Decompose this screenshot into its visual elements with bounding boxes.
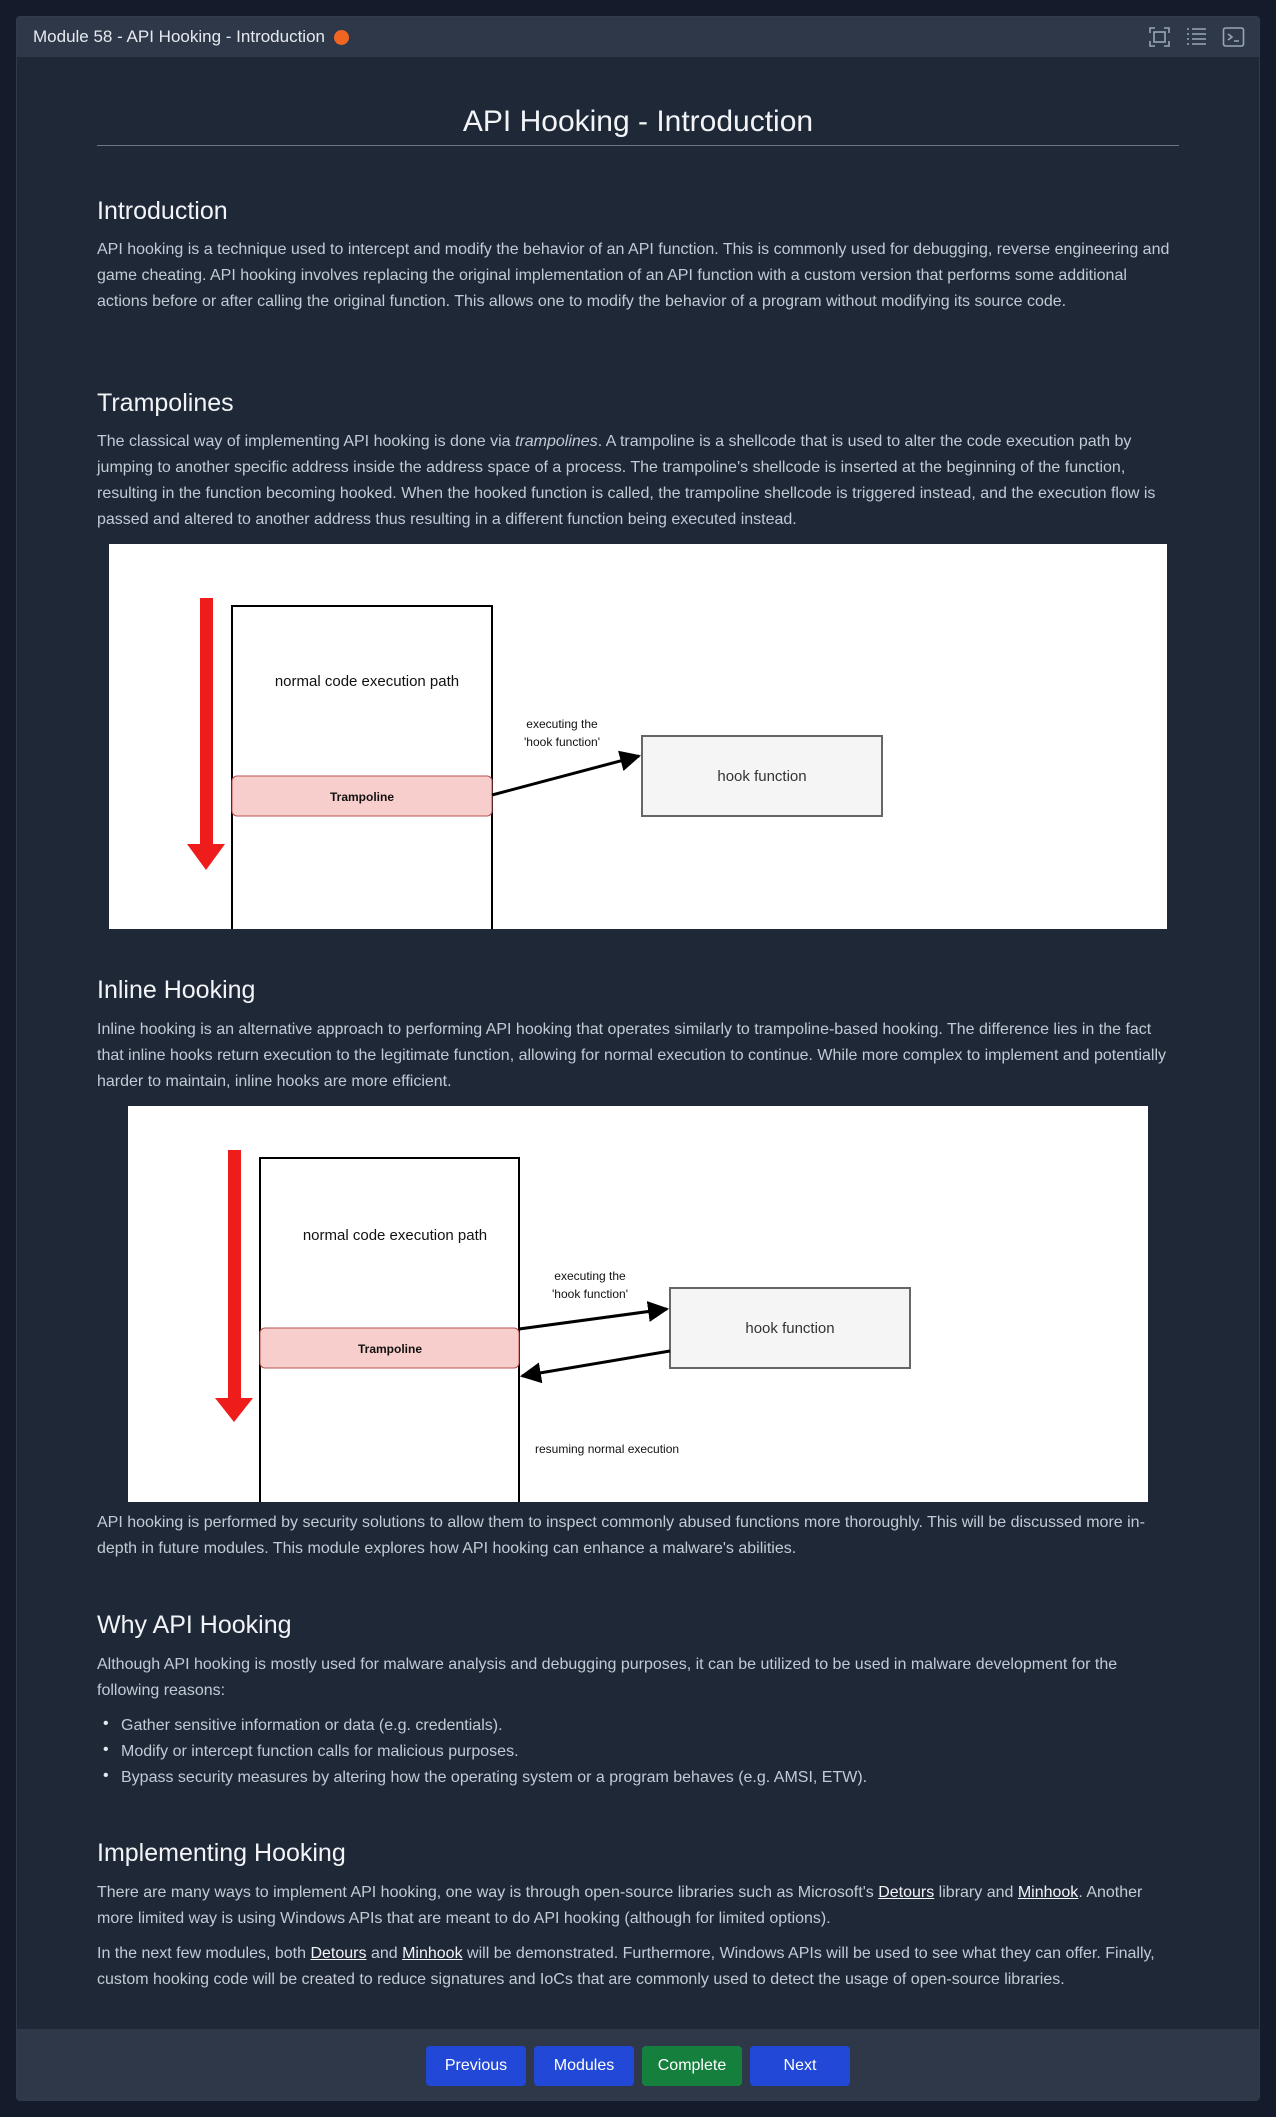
heading-introduction: Introduction xyxy=(97,197,228,225)
execution-flow-arrowhead xyxy=(187,844,225,870)
list-item: Bypass security measures by altering how… xyxy=(103,1763,867,1791)
trampoline-block xyxy=(259,1327,520,1369)
implementing-text-2a: In the next few modules, both xyxy=(97,1945,311,1962)
arrow-label-line2: 'hook function' xyxy=(524,735,600,749)
title-bar: Module 58 - API Hooking - Introduction xyxy=(17,17,1259,57)
trampoline-label: Trampoline xyxy=(330,790,394,804)
trampolines-text-end: . A trampoline is a shellcode that is us… xyxy=(97,433,1156,528)
minhook-link[interactable]: Minhook xyxy=(402,1945,463,1962)
implementing-text-1: There are many ways to implement API hoo… xyxy=(97,1880,1179,1932)
navigation-footer: Previous Modules Complete Next xyxy=(17,2029,1259,2100)
detours-link[interactable]: Detours xyxy=(310,1945,367,1962)
implementing-text-1a: There are many ways to implement API hoo… xyxy=(97,1884,879,1901)
inline-hook-diagram: normal code execution path Trampoline ex… xyxy=(128,1106,1148,1502)
trampolines-emphasis: trampolines xyxy=(515,433,598,450)
heading-inline-hooking: Inline Hooking xyxy=(97,976,256,1004)
trampoline-block xyxy=(231,775,493,817)
arrow-label-line1: executing the xyxy=(554,1269,626,1283)
security-solutions-text: API hooking is performed by security sol… xyxy=(97,1514,1145,1557)
resume-label: resuming normal execution xyxy=(535,1442,679,1456)
window-title: Module 58 - API Hooking - Introduction xyxy=(33,27,325,46)
hook-function-box xyxy=(641,735,883,817)
hook-arrow xyxy=(518,1301,670,1331)
trampoline-label: Trampoline xyxy=(358,1342,422,1356)
previous-button[interactable]: Previous xyxy=(426,2045,526,2086)
title-divider xyxy=(97,145,1179,146)
next-button[interactable]: Next xyxy=(750,2045,850,2086)
execution-flow-arrowhead xyxy=(215,1398,253,1422)
execution-flow-arrow xyxy=(228,1150,241,1400)
arrow-label-line1: executing the xyxy=(526,717,598,731)
execution-flow-arrow xyxy=(200,598,213,846)
why-api-hooking-text: Although API hooking is mostly used for … xyxy=(97,1656,1118,1699)
fullscreen-icon[interactable] xyxy=(1148,26,1171,48)
module-window: Module 58 - API Hooking - Introduction A… xyxy=(16,16,1260,2101)
path-label: normal code execution path xyxy=(275,673,459,690)
resume-arrow xyxy=(519,1349,671,1384)
reasons-list: Gather sensitive information or data (e.… xyxy=(103,1711,867,1791)
hook-function-label: hook function xyxy=(717,768,806,785)
minhook-link[interactable]: Minhook xyxy=(1017,1884,1079,1901)
introduction-text: API hooking is a technique used to inter… xyxy=(97,241,1170,310)
hook-arrow xyxy=(491,750,642,797)
detours-link[interactable]: Detours xyxy=(878,1884,935,1901)
list-item: Gather sensitive information or data (e.… xyxy=(103,1711,867,1739)
hook-function-label: hook function xyxy=(745,1320,834,1337)
implementing-text-2b: and xyxy=(366,1945,403,1962)
list-item: Modify or intercept function calls for m… xyxy=(103,1737,867,1765)
path-label: normal code execution path xyxy=(303,1227,487,1244)
hook-function-box xyxy=(669,1287,911,1369)
list-icon[interactable] xyxy=(1185,26,1208,48)
toolbar xyxy=(1148,26,1245,48)
complete-button[interactable]: Complete xyxy=(642,2045,742,2086)
heading-why-api-hooking: Why API Hooking xyxy=(97,1611,292,1639)
terminal-icon[interactable] xyxy=(1222,26,1245,48)
modules-button[interactable]: Modules xyxy=(534,2045,634,2086)
function-box xyxy=(231,605,493,929)
heading-trampolines: Trampolines xyxy=(97,389,234,417)
trampolines-text: The classical way of implementing API ho… xyxy=(97,429,1179,533)
status-dot-icon xyxy=(334,29,349,45)
heading-implementing-hooking: Implementing Hooking xyxy=(97,1839,346,1867)
inline-hooking-text: Inline hooking is an alternative approac… xyxy=(97,1021,1167,1090)
trampolines-text-start: The classical way of implementing API ho… xyxy=(97,433,515,450)
arrow-label-line2: 'hook function' xyxy=(552,1287,628,1301)
page-title: API Hooking - Introduction xyxy=(462,105,814,138)
implementing-text-2: In the next few modules, both Detours an… xyxy=(97,1941,1179,1993)
implementing-text-2c: will be demonstrated. Furthermore, Windo… xyxy=(97,1945,1155,1988)
implementing-text-1b: library and xyxy=(934,1884,1018,1901)
implementing-text-1c: . Another more limited way is using Wind… xyxy=(97,1884,1143,1927)
trampoline-diagram: normal code execution path Trampoline ex… xyxy=(109,544,1167,929)
